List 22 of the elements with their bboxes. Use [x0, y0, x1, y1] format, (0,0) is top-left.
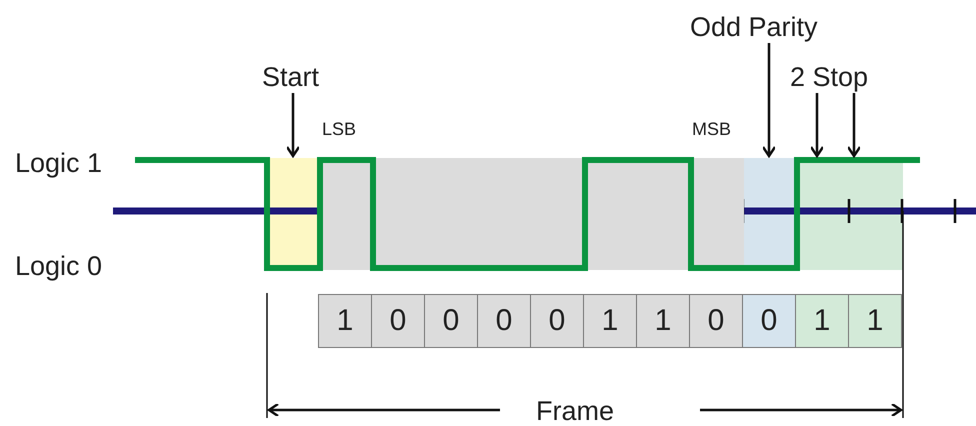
leader-arrow [286, 93, 300, 158]
bit-value-cell: 0 [530, 294, 584, 348]
leader-arrow [810, 93, 824, 158]
bit-value-cell: 1 [583, 294, 637, 348]
parity-label: Odd Parity [690, 14, 818, 41]
stop-label: 2 Stop [790, 64, 868, 91]
bit-value-cell: 0 [742, 294, 796, 348]
bit-value-cell: 1 [795, 294, 849, 348]
bit-order-label: MSB [692, 120, 732, 138]
bit-value-cell: 1 [318, 294, 372, 348]
level-label: Logic 0 [15, 253, 102, 280]
bit-value-cell: 1 [848, 294, 902, 348]
bit-value-cell: 1 [636, 294, 690, 348]
level-label: Logic 1 [15, 150, 102, 177]
leader-arrow [846, 93, 862, 158]
bit-value-cell: 0 [689, 294, 743, 348]
bit-value-cell: 0 [371, 294, 425, 348]
start-label: Start [262, 64, 320, 91]
bit-value-cell: 0 [424, 294, 478, 348]
bit-value-cell: 0 [477, 294, 531, 348]
bit-order-label: LSB [322, 120, 356, 138]
leader-arrow [762, 43, 776, 158]
